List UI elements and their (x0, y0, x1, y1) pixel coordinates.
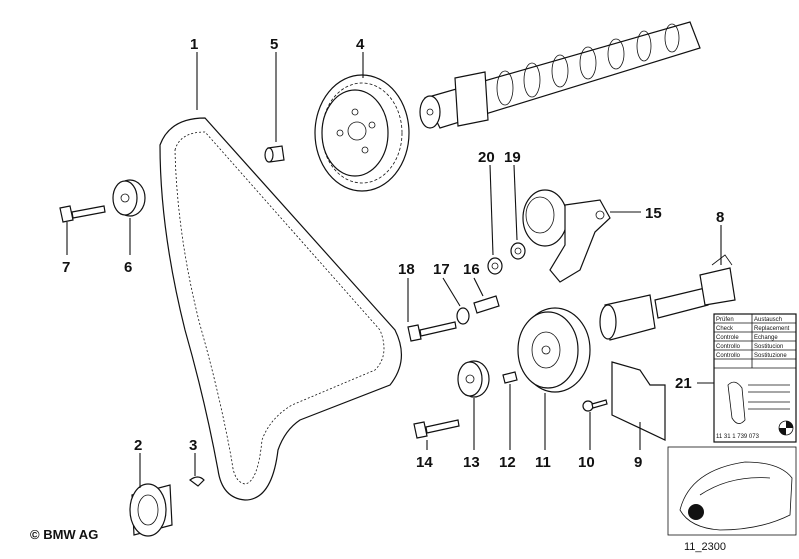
deflection-pulley (517, 307, 591, 393)
callout-21: 21 (675, 375, 692, 392)
service-sticker: Prüfen Austausch Check Replacement Contr… (713, 313, 797, 443)
idler-pulley-13 (457, 360, 490, 398)
mounting-bracket (611, 361, 666, 441)
callout-10: 10 (578, 454, 595, 471)
camshaft-sprocket (314, 74, 410, 192)
location-marker (688, 504, 704, 520)
sleeve-16 (473, 295, 500, 314)
callout-6: 6 (124, 259, 132, 276)
sticker-row4-right: Sostitucion (754, 344, 783, 350)
bolt-18 (407, 321, 457, 342)
bolt-7 (59, 205, 106, 223)
screw-10 (582, 399, 608, 412)
woodruff-key (188, 476, 205, 487)
diagram-reference-number: 11_2300 (684, 541, 727, 553)
dowel-sleeve (264, 145, 285, 163)
spacer-20 (487, 257, 503, 275)
callout-8: 8 (716, 209, 724, 226)
callout-20: 20 (478, 149, 495, 166)
washer-19 (510, 242, 526, 260)
sticker-row2-left: Check (716, 326, 734, 332)
callout-5: 5 (270, 36, 278, 53)
copyright-notice: © BMW AG (30, 527, 99, 542)
callout-13: 13 (463, 454, 480, 471)
callout-numbers: 1 2 3 4 5 6 7 8 9 10 11 12 13 14 15 16 1… (62, 36, 724, 471)
callout-14: 14 (416, 454, 433, 471)
pin-12 (502, 371, 518, 384)
bolt-14 (413, 419, 460, 439)
water-pump-shaft (599, 254, 736, 341)
belt-tensioner (522, 189, 611, 283)
callout-3: 3 (189, 437, 197, 454)
sticker-row3-right: Echange (754, 335, 778, 341)
sticker-row5-right: Sostituzione (754, 353, 787, 359)
sticker-row1-right: Austausch (754, 317, 782, 323)
callout-4: 4 (356, 36, 365, 53)
callout-12: 12 (499, 454, 516, 471)
callout-18: 18 (398, 261, 415, 278)
sticker-row1-left: Prüfen (716, 317, 734, 323)
callout-7: 7 (62, 259, 70, 276)
callout-17: 17 (433, 261, 450, 278)
camshaft (419, 21, 701, 129)
sticker-row3-left: Controle (716, 335, 739, 341)
leader-lines (66, 52, 722, 488)
callout-19: 19 (504, 149, 521, 166)
crankshaft-sprocket (129, 483, 173, 537)
callout-9: 9 (634, 454, 642, 471)
washer-17 (456, 307, 470, 325)
callout-1: 1 (190, 36, 198, 53)
timing-belt (159, 117, 402, 501)
callout-11: 11 (535, 454, 551, 471)
sticker-row5-left: Controllo (716, 353, 741, 359)
sticker-row4-left: Controllo (716, 344, 741, 350)
callout-2: 2 (134, 437, 142, 454)
idler-pulley-small (112, 179, 146, 217)
callout-15: 15 (645, 205, 662, 222)
callout-16: 16 (463, 261, 480, 278)
vehicle-locator-inset (667, 446, 797, 536)
sticker-row2-right: Replacement (754, 326, 790, 332)
sticker-table: Prüfen Austausch Check Replacement Contr… (714, 314, 796, 369)
sticker-code: 11 31 1 739 073 (716, 434, 760, 440)
